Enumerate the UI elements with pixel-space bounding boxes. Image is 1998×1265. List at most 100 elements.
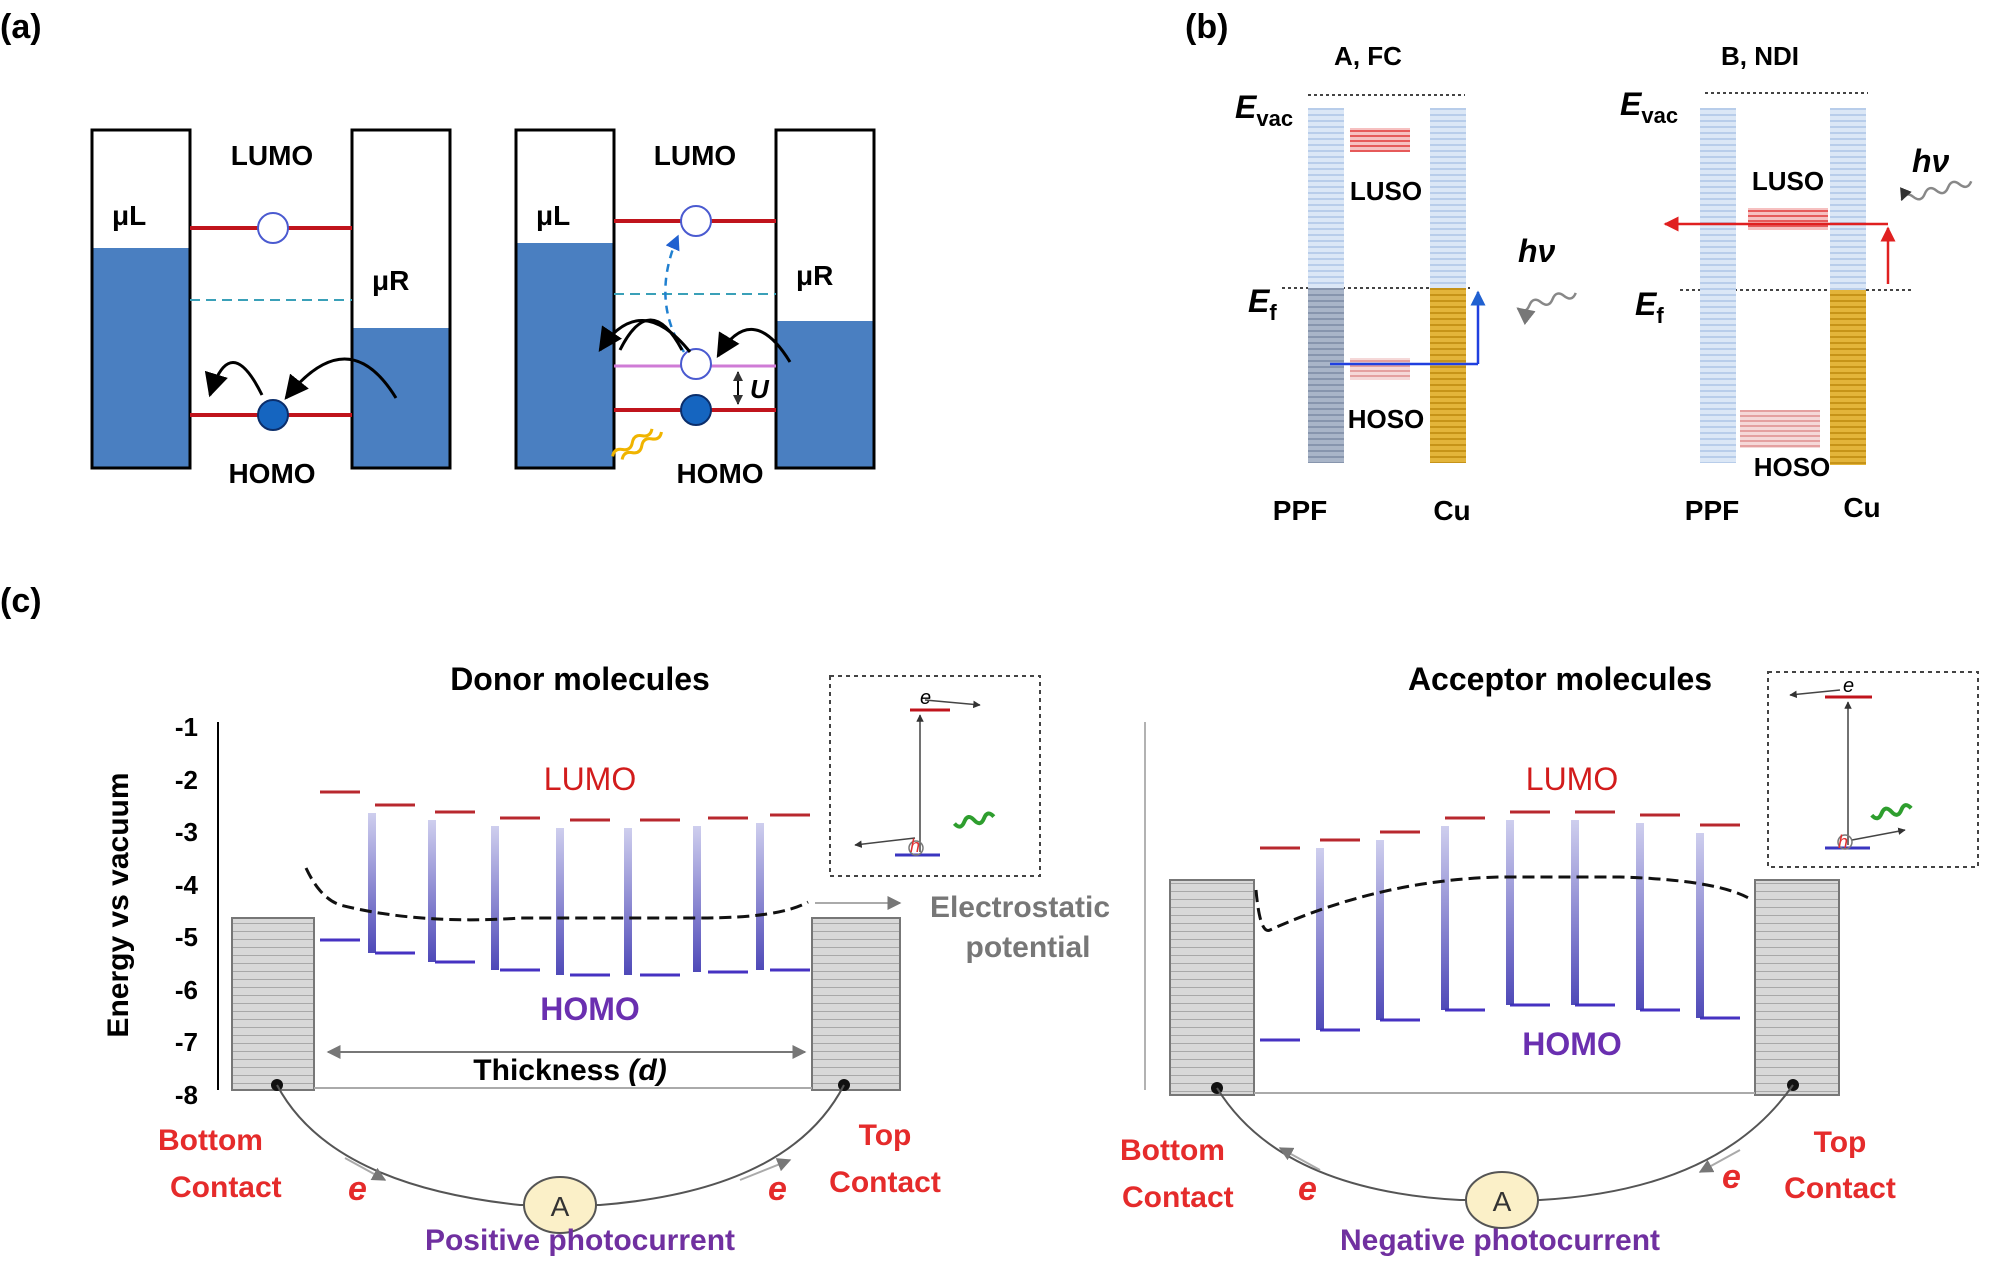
transfer-arrow-right	[716, 327, 792, 363]
molecule-levels	[1260, 810, 1740, 1042]
molecule-band	[368, 813, 376, 953]
electron-label-left: e	[348, 1170, 367, 1208]
hoso-label: HOSO	[1754, 452, 1831, 482]
left-electrode-fill	[516, 243, 614, 468]
inset-electron-arrow	[1789, 689, 1841, 699]
axis-label: Energy vs vacuum	[102, 772, 135, 1037]
excited-hole-circle	[680, 348, 712, 380]
homo-label: HOMO	[228, 458, 315, 489]
homo-label: HOMO	[676, 458, 763, 489]
ppf-label: PPF	[1273, 495, 1327, 526]
molecule-levels	[320, 790, 810, 977]
panel-c-label: (c)	[0, 582, 42, 620]
molecule-band	[428, 820, 436, 962]
electron-label-left: e	[1298, 1170, 1317, 1208]
u-label: U	[750, 374, 770, 404]
lumo-label: LUMO	[654, 140, 736, 171]
inset-electron-arrow	[924, 699, 981, 709]
thickness-label: Thickness (d)	[473, 1054, 666, 1087]
electrostatic-label-line1: Electrostatic	[930, 891, 1110, 924]
tick-label: -8	[175, 1080, 198, 1110]
inset-photon-wave-icon	[952, 811, 996, 829]
tick-label: -5	[175, 922, 198, 952]
ammeter-icon	[1465, 1171, 1539, 1229]
hoso-levels	[1740, 410, 1820, 448]
photon-wave-icon	[611, 428, 663, 460]
bottom-contact-label-line2: Contact	[1122, 1181, 1234, 1214]
ef-label: Ef	[1635, 286, 1664, 328]
molecule-band	[1441, 826, 1449, 1010]
ppf-band-upper	[1308, 108, 1344, 288]
ppf-label: PPF	[1685, 495, 1739, 526]
photon-wave-icon	[1900, 180, 1973, 202]
cu-label: Cu	[1433, 495, 1470, 526]
lumo-hole-circle	[257, 212, 289, 244]
luso-label: LUSO	[1350, 176, 1422, 206]
right-electrode-fill	[776, 321, 874, 468]
donor-title: Donor molecules	[450, 661, 710, 697]
tick-label: -3	[175, 817, 198, 847]
homo-electron-circle	[257, 399, 289, 431]
excitation-inset	[1767, 671, 1979, 868]
electrostatic-label-line2: potential	[966, 931, 1091, 964]
molecule-band	[693, 826, 701, 972]
acceptor-diagram: Acceptor molecules LUMO HOMO e h A Botto…	[1120, 661, 1979, 1257]
inset-e-label: e	[920, 687, 931, 709]
cu-band-upper	[1830, 108, 1866, 290]
inset-h-label: h	[1838, 832, 1848, 852]
transfer-arrow-right	[284, 357, 398, 400]
ppf-band	[1700, 108, 1736, 463]
electrostatic-potential-curve	[1254, 875, 1753, 932]
bottom-contact-label-line1: Bottom	[158, 1124, 263, 1157]
excitation-dashed-arrow	[664, 234, 686, 353]
hoso-levels	[1350, 358, 1410, 380]
hv-label: hν	[1912, 143, 1950, 179]
luso-levels	[1350, 128, 1410, 152]
ppf-band-lower	[1308, 288, 1344, 463]
bottom-contact-label-line2: Contact	[170, 1171, 282, 1204]
lumo-label: LUMO	[1526, 761, 1618, 797]
ef-label: Ef	[1248, 283, 1277, 325]
ammeter-icon	[523, 1176, 597, 1234]
tick-label: -1	[175, 712, 198, 742]
electron-label-right: e	[1722, 1158, 1741, 1196]
ammeter-label: A	[551, 1191, 570, 1222]
transfer-arrow-left-head	[598, 319, 692, 353]
excitation-inset	[829, 675, 1041, 877]
electron-label-right: e	[768, 1170, 787, 1208]
left-electrode-fill	[92, 248, 190, 468]
cu-band-upper	[1430, 108, 1466, 288]
panel-a-label: (a)	[0, 8, 42, 46]
current-arrow-right	[1698, 1149, 1741, 1173]
top-contact-label-line1: Top	[1814, 1126, 1867, 1159]
lumo-label: LUMO	[231, 140, 313, 171]
energy-axis: Energy vs vacuum -1 -2 -3 -4 -5 -6 -7 -8	[102, 712, 219, 1110]
right-electrode-fill	[352, 328, 450, 468]
panel-b-label: (b)	[1185, 8, 1228, 46]
acceptor-title: Acceptor molecules	[1408, 661, 1712, 697]
mu-l-label: μL	[536, 200, 570, 231]
ammeter-label: A	[1493, 1186, 1512, 1217]
molecule-band	[624, 828, 632, 975]
diagram-title: B, NDI	[1721, 41, 1799, 71]
axis-ticks: -1 -2 -3 -4 -5 -6 -7 -8	[175, 712, 199, 1110]
luso-label: LUSO	[1752, 166, 1824, 196]
lumo-label: LUMO	[544, 761, 636, 797]
molecule-band	[1376, 840, 1384, 1020]
molecule-band	[1571, 820, 1579, 1005]
bottom-contact-block	[1169, 879, 1255, 1096]
photon-wave-icon	[1516, 292, 1577, 326]
inset-hole-circle	[908, 840, 924, 856]
inset-h-label: h	[910, 836, 920, 856]
cu-band-lower	[1430, 288, 1466, 463]
cu-band-lower	[1830, 290, 1866, 465]
diagram-title: A, FC	[1334, 41, 1402, 71]
current-arrow-left	[344, 1157, 387, 1181]
molecule-band	[1506, 820, 1514, 1005]
homo-electron-circle	[680, 394, 712, 426]
current-arrow-left	[1278, 1147, 1321, 1171]
molecule-band	[1696, 833, 1704, 1018]
hoso-label: HOSO	[1348, 404, 1425, 434]
mu-l-label: μL	[112, 200, 146, 231]
